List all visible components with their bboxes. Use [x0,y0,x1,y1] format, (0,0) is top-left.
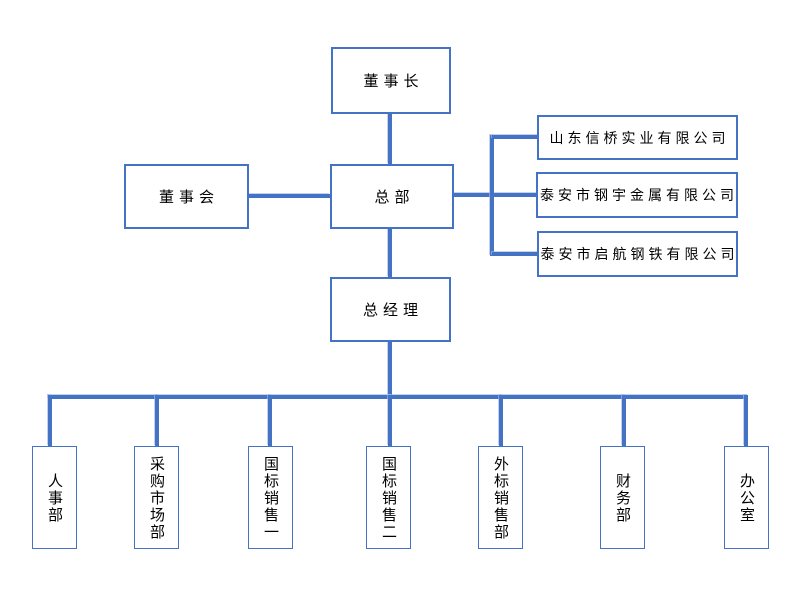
node-chairman: 董事长 [331,47,451,114]
connector-departments-bus [48,395,748,399]
node-board-label: 董事会 [158,189,219,206]
node-subsidiary-taian-gangyu: 泰安市钢宇金属有限公司 [536,172,738,218]
node-subsidiary-taian-qihang: 泰安市启航钢铁有限公司 [537,231,738,277]
connector-drop-dept-6 [622,395,626,446]
node-subsidiary-2-label: 泰安市钢宇金属有限公司 [540,187,738,203]
connector-drop-dept-4 [388,395,392,446]
connector-drop-dept-1 [48,395,52,446]
node-subsidiary-shandong-xinqiao: 山东信桥实业有限公司 [537,115,738,160]
node-dept-foreign-sales: 外标销售部 [478,446,523,549]
node-general-manager-label: 总经理 [362,302,423,319]
connector-drop-dept-3 [268,395,272,446]
connector-drop-dept-7 [744,395,748,446]
node-dept-hr: 人事部 [32,446,77,549]
node-dept-national-sales-1-label: 国标销售一 [262,456,279,541]
connector-drop-dept-5 [499,395,503,446]
node-board-of-directors: 董事会 [124,164,249,229]
connector-branch-subsidiary-1 [492,135,538,139]
node-dept-foreign-sales-label: 外标销售部 [492,456,509,541]
node-subsidiary-1-label: 山东信桥实业有限公司 [549,129,730,146]
connector-branch-subsidiary-3 [492,252,538,256]
connector-general-manager-bus [388,342,392,397]
node-dept-office-label: 办公室 [738,473,755,524]
connector-drop-dept-2 [155,395,159,446]
node-headquarters-label: 总部 [374,189,415,206]
node-dept-national-sales-2-label: 国标销售二 [380,456,397,541]
node-dept-procurement-market-label: 采购市场部 [148,456,165,541]
connector-headquarters-subsidiaries [454,193,538,197]
connector-chairman-headquarters [388,114,392,164]
connector-headquarters-general-manager [388,229,392,277]
node-headquarters: 总部 [330,164,454,229]
connector-subsidiaries-trunk [490,135,494,256]
node-general-manager: 总经理 [330,277,451,342]
node-subsidiary-3-label: 泰安市启航钢铁有限公司 [540,246,739,262]
connector-board-headquarters [249,194,330,198]
node-chairman-label: 董事长 [363,73,424,90]
node-dept-national-sales-2: 国标销售二 [366,446,411,549]
node-dept-finance: 财务部 [600,446,645,549]
node-dept-office: 办公室 [724,446,769,549]
node-dept-hr-label: 人事部 [46,473,63,524]
node-dept-national-sales-1: 国标销售一 [248,446,293,549]
node-dept-procurement-market: 采购市场部 [134,446,179,549]
node-dept-finance-label: 财务部 [614,473,631,524]
